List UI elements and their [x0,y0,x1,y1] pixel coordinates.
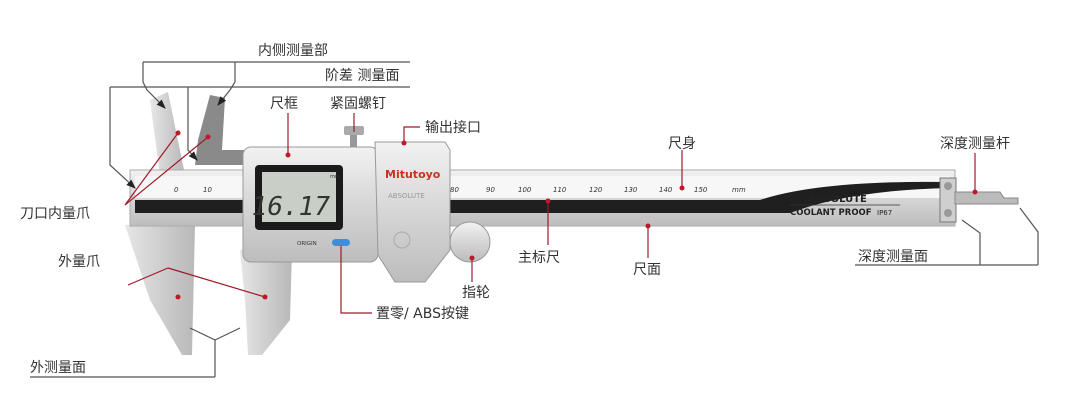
label-beam: 尺身 [668,136,696,152]
tick-label: 10 [203,186,212,194]
brand-logo: Mitutoyo [385,168,441,181]
tick-label: 80 [450,186,459,194]
label-knife-inner-jaws: 刀口内量爪 [20,206,90,222]
label-step-face: 阶差 测量面 [325,68,399,84]
tick-label: 150 [694,186,708,194]
slider-body: mm 16.17 Mitutoyo ABSOLUTE ORIGIN [242,141,451,283]
label-output-port: 输出接口 [425,119,481,136]
tick-label: 120 [589,186,603,194]
label-inner-measuring: 内侧测量部 [258,43,328,59]
label-outer-faces: 外测量面 [30,360,86,376]
label-outer-jaws: 外量爪 [58,254,100,270]
label-lock-screw: 紧固螺钉 [330,96,386,112]
scale-unit: mm [732,186,746,194]
tick-label: 130 [624,186,638,194]
tick-label: 110 [553,186,567,194]
moving-outer-jaw [240,250,292,355]
depth-rod [954,191,1019,205]
label-depth-face: 深度测量面 [858,249,928,265]
tick-label: 0 [174,186,179,194]
label-scale-face: 尺面 [633,262,661,278]
thumb-roller[interactable] [449,221,491,263]
label-zero-abs-button: 置零/ ABS按键 [376,306,469,322]
moving-inner-jaw [195,95,245,165]
display-value: 16.17 [252,192,331,222]
display-unit: mm [330,174,340,180]
label-depth-rod: 深度测量杆 [940,136,1010,152]
tick-label: 90 [486,186,495,194]
ip-rating: IP67 [877,209,892,217]
tick-label: 100 [518,186,532,194]
origin-button[interactable] [332,239,350,246]
beam-absolute-logo: ABSOLUTE [808,194,867,205]
origin-label: ORIGIN [297,241,317,247]
coolant-proof: COOLANT PROOF [790,208,872,218]
label-slider: 尺框 [270,96,298,112]
label-thumb-roller: 指轮 [462,285,490,301]
scale-ticks: 0 10 80 90 100 110 120 130 140 150 mm [174,186,746,194]
tick-label: 140 [659,186,673,194]
label-main-scale: 主标尺 [518,250,560,266]
mode-text: ABSOLUTE [388,192,425,200]
leader-lines [30,61,1039,378]
